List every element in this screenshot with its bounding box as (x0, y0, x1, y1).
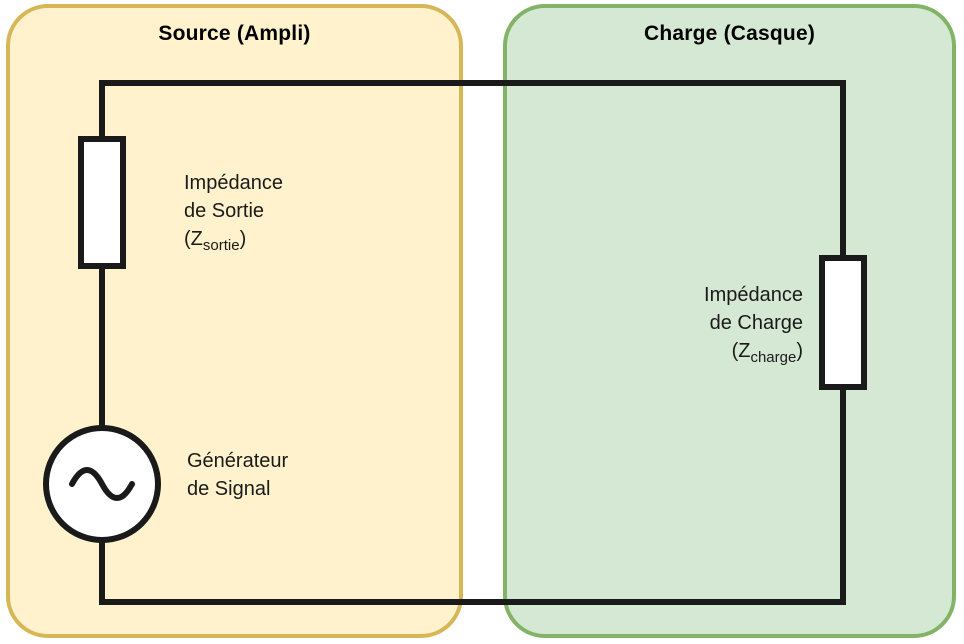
load-impedance-line2: de Charge (709, 312, 803, 334)
signal-generator-line2: de Signal (187, 478, 271, 500)
z-sortie-prefix: (Z (184, 228, 203, 250)
signal-generator-line1: Générateur (187, 450, 289, 472)
z-charge-prefix: (Z (731, 340, 751, 362)
output-impedance-line1: Impédance (184, 172, 283, 194)
charge-box-title: Charge (Casque) (643, 22, 816, 45)
z-charge-subscript: charge (750, 349, 797, 366)
z-charge-suffix: ) (796, 340, 803, 362)
load-impedance-symbol: (Zcharge) (580, 337, 803, 367)
z-sortie-suffix: ) (239, 228, 247, 250)
sine-wave-icon (69, 467, 135, 501)
output-impedance-resistor-icon (78, 136, 126, 269)
output-impedance-label: Impédance de Sortie (Zsortie) (184, 169, 283, 255)
output-impedance-symbol: (Zsortie) (184, 225, 283, 255)
load-impedance-resistor-icon (819, 255, 867, 390)
output-impedance-line2: de Sortie (184, 200, 265, 222)
source-box-title: Source (Ampli) (158, 22, 311, 45)
load-impedance-line1: Impédance (704, 284, 803, 306)
charge-box: Charge (Casque) (503, 4, 956, 638)
load-impedance-label: Impédance de Charge (Zcharge) (580, 281, 803, 367)
z-sortie-subscript: sortie (202, 237, 240, 254)
signal-generator-label: Générateur de Signal (187, 447, 288, 503)
